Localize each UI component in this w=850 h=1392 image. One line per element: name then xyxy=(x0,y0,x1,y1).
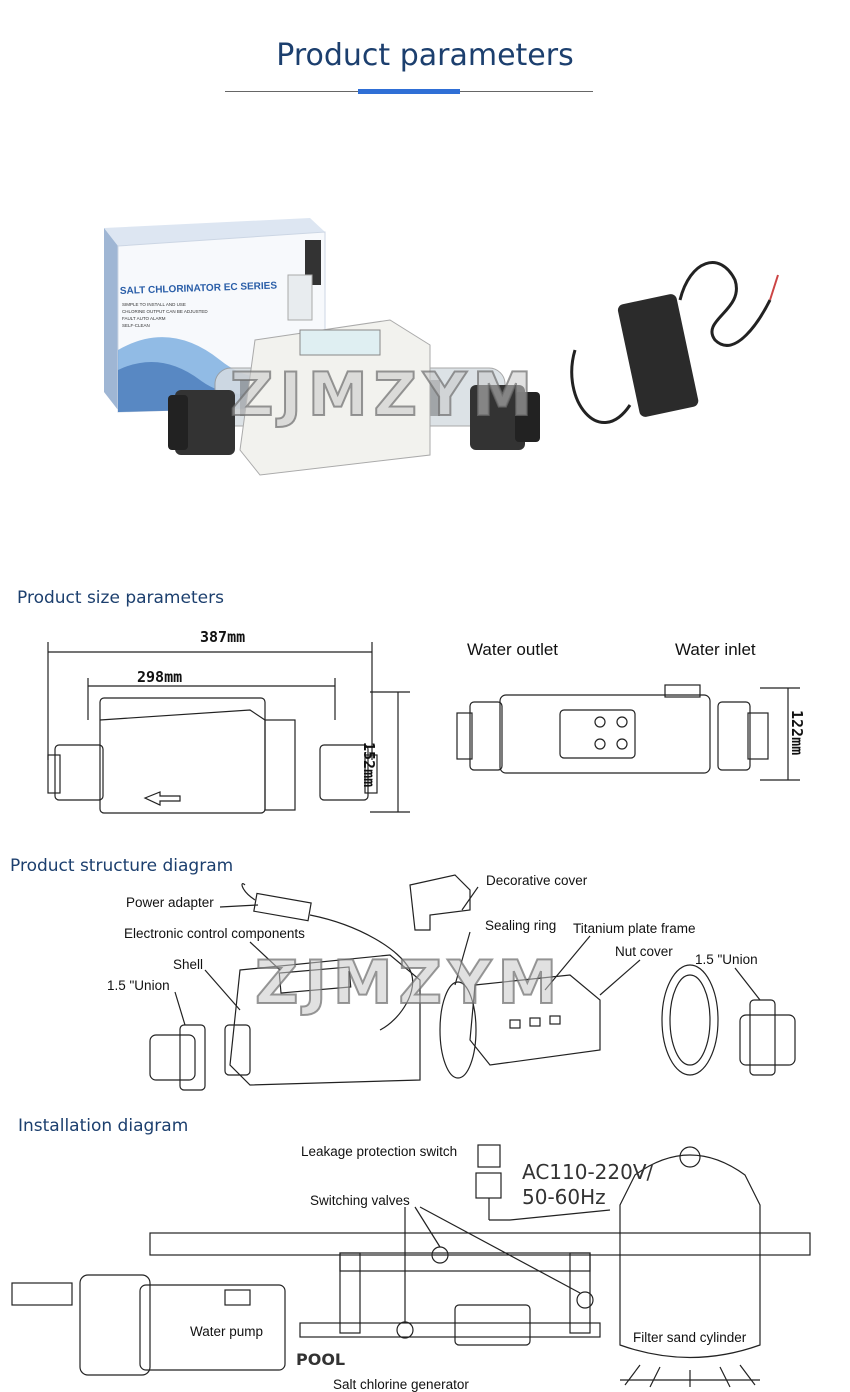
label-filter-sand-cylinder: Filter sand cylinder xyxy=(633,1330,747,1345)
label-shell: Shell xyxy=(173,957,204,972)
svg-text:SELF-CLEAN: SELF-CLEAN xyxy=(122,323,150,328)
label-decorative-cover: Decorative cover xyxy=(486,873,588,888)
svg-text:CHLORINE OUTPUT CAN BE ADJUSTE: CHLORINE OUTPUT CAN BE ADJUSTED xyxy=(122,309,208,314)
product-photo: SALT CHLORINATOR EC SERIES SIMPLE TO INS… xyxy=(104,218,779,476)
label-switching-valves: Switching valves xyxy=(310,1193,410,1208)
dim-length-total: 387mm xyxy=(200,628,246,646)
label-water-outlet: Water outlet xyxy=(467,640,559,659)
label-salt-chlorine-generator: Salt chlorine generator xyxy=(333,1377,469,1392)
label-water-inlet: Water inlet xyxy=(675,640,756,659)
structure-section-title: Product structure diagram xyxy=(10,856,234,876)
label-union-left: 1.5 "Union xyxy=(107,978,170,993)
label-nut-cover: Nut cover xyxy=(615,944,673,959)
title-divider-accent xyxy=(358,89,460,94)
structure-drawing xyxy=(149,874,796,1091)
chlorinator-unit xyxy=(168,319,540,476)
label-electronic-control: Electronic control components xyxy=(124,926,305,941)
size-section-title: Product size parameters xyxy=(17,588,224,608)
size-drawing xyxy=(47,642,800,814)
watermark: ZJMZYM xyxy=(229,359,539,431)
label-pool: POOL xyxy=(296,1350,346,1369)
label-sealing-ring: Sealing ring xyxy=(485,918,557,933)
power-adapter-photo xyxy=(570,261,779,425)
label-titanium-plate-frame: Titanium plate frame xyxy=(573,921,696,936)
label-union-right: 1.5 "Union xyxy=(695,952,758,967)
watermark-2: ZJMZYM xyxy=(254,947,564,1019)
dim-length-body: 298mm xyxy=(137,668,183,686)
label-leakage-switch: Leakage protection switch xyxy=(301,1144,458,1159)
dim-width: 122mm xyxy=(788,710,806,756)
dim-height: 152mm xyxy=(360,742,378,788)
svg-text:FAULT AUTO ALARM: FAULT AUTO ALARM xyxy=(122,316,166,321)
label-power-adapter: Power adapter xyxy=(126,895,214,910)
box-title: SALT CHLORINATOR EC SERIES xyxy=(120,281,278,297)
page-title: Product parameters xyxy=(276,38,574,73)
installation-section-title: Installation diagram xyxy=(18,1116,189,1136)
label-water-pump: Water pump xyxy=(190,1324,264,1339)
svg-text:SIMPLE TO INSTALL AND USE: SIMPLE TO INSTALL AND USE xyxy=(122,302,186,307)
installation-drawing xyxy=(11,1144,811,1388)
label-voltage: AC110-220V/ 50-60Hz xyxy=(522,1160,654,1209)
